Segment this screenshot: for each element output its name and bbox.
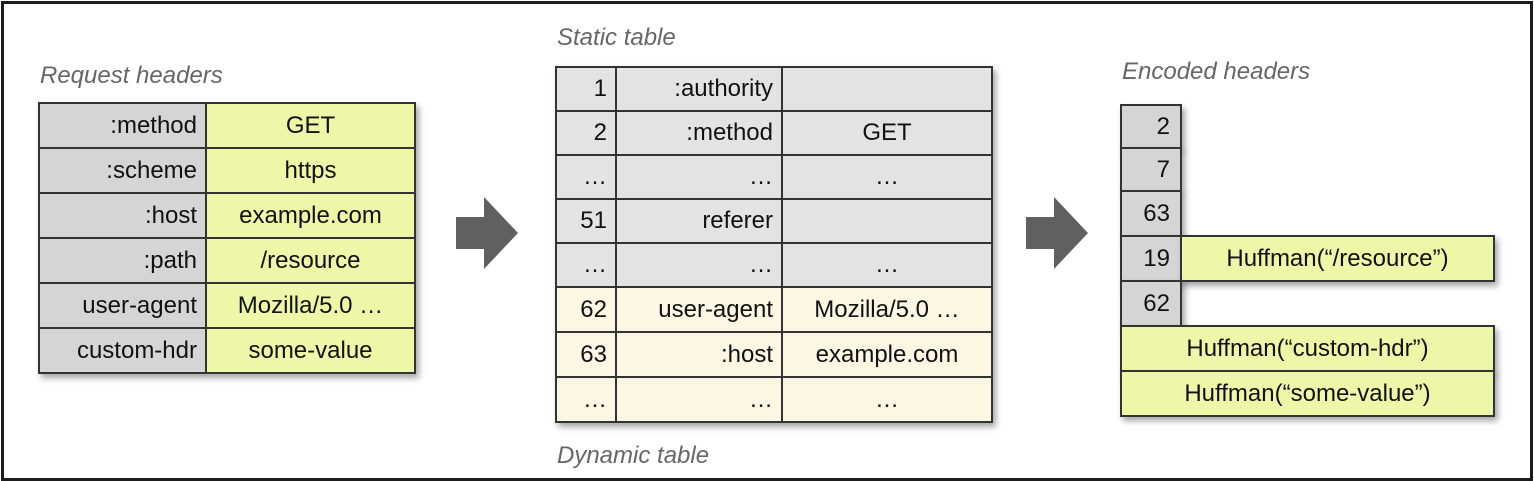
static-table-row: 1 :authority [555,66,993,112]
header-value: Mozilla/5.0 … [205,282,416,329]
encoded-index: 7 [1120,147,1182,192]
table-index: … [555,242,617,288]
request-row: :host example.com [38,192,416,239]
table-value: GET [781,110,993,156]
table-value: … [781,376,993,423]
table-name: :method [615,110,783,156]
encoded-index: 62 [1120,280,1182,327]
header-value: GET [205,102,416,149]
right-arrow-icon [456,197,518,269]
header-name: :host [38,192,207,239]
encoded-headers-caption: Encoded headers [1122,58,1311,85]
dynamic-table-row: 63 :host example.com [555,331,993,378]
header-value: example.com [205,192,416,239]
huffman-path-literal: Huffman(“/resource”) [1180,235,1495,282]
table-index: 2 [555,110,617,156]
dynamic-table-row: … … … [555,376,993,423]
table-name: :host [615,331,783,378]
table-name: … [615,376,783,423]
request-row: :method GET [38,102,416,149]
request-row: :scheme https [38,147,416,194]
huffman-value-literal: Huffman(“some-value”) [1120,370,1495,417]
table-index: 62 [555,286,617,333]
index-table: 1 :authority 2 :method GET … … … 51 refe… [555,66,993,423]
request-headers-caption: Request headers [40,62,223,89]
request-row: custom-hdr some-value [38,327,416,374]
static-table-row: … … … [555,154,993,200]
table-name: user-agent [615,286,783,333]
table-value: … [781,242,993,288]
table-name: … [615,154,783,200]
table-value: … [781,154,993,200]
encoded-index: 19 [1120,235,1182,282]
header-value: /resource [205,237,416,284]
table-value: Mozilla/5.0 … [781,286,993,333]
encoded-index: 63 [1120,190,1182,237]
header-name: custom-hdr [38,327,207,374]
huffman-name-literal: Huffman(“custom-hdr”) [1120,325,1495,372]
header-value: some-value [205,327,416,374]
header-name: :method [38,102,207,149]
static-table-caption: Static table [557,24,676,51]
table-index: 51 [555,198,617,244]
table-name: … [615,242,783,288]
header-name: :scheme [38,147,207,194]
request-headers-table: :method GET :scheme https :host example.… [38,102,416,374]
table-name: referer [615,198,783,244]
header-value: https [205,147,416,194]
table-name: :authority [615,66,783,112]
right-arrow-icon [1026,197,1088,269]
request-row: :path /resource [38,237,416,284]
static-table-row: 51 referer [555,198,993,244]
table-value [781,66,993,112]
table-value [781,198,993,244]
table-index: 1 [555,66,617,112]
header-name: :path [38,237,207,284]
dynamic-table-caption: Dynamic table [557,442,710,469]
table-index: … [555,154,617,200]
dynamic-table-row: 62 user-agent Mozilla/5.0 … [555,286,993,333]
header-name: user-agent [38,282,207,329]
table-index: 63 [555,331,617,378]
table-index: … [555,376,617,423]
encoded-index: 2 [1120,104,1182,149]
static-table-row: … … … [555,242,993,288]
table-value: example.com [781,331,993,378]
static-table-row: 2 :method GET [555,110,993,156]
request-row: user-agent Mozilla/5.0 … [38,282,416,329]
